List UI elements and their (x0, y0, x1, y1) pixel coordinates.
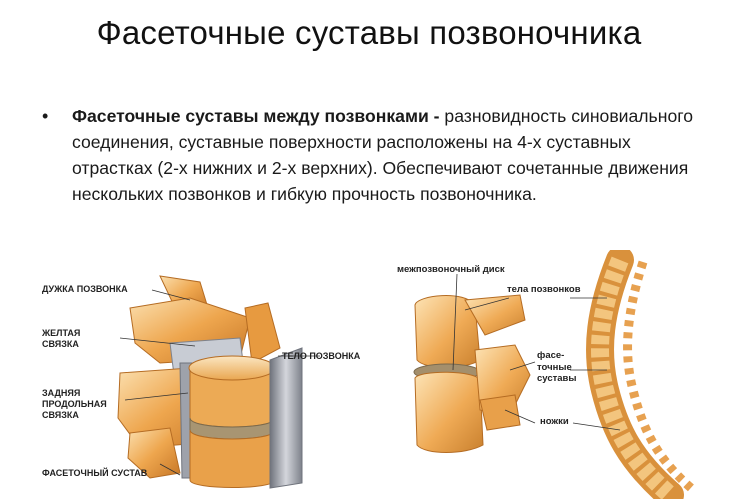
label-posterior-line1: ЗАДНЯЯ (42, 388, 81, 398)
arch-right (244, 302, 281, 364)
vertebral-body-lower (189, 429, 276, 488)
label-facet-line1: фасе- (537, 350, 565, 361)
bullet-body: разновидность синовиального соединения, … (72, 106, 694, 204)
label-bodies: тела позвонков (507, 284, 581, 295)
spine-column (586, 246, 694, 504)
upper-process (464, 294, 526, 336)
label-facet-joint: ФАСЕТОЧНЫЙ СУСТАВ (42, 468, 148, 478)
label-facet-line2: точные (537, 361, 572, 373)
label-yellow-ligament-line1: ЖЕЛТАЯ (42, 328, 81, 338)
label-yellow-ligament: ЖЕЛТАЯ СВЯЗКА (42, 328, 80, 350)
bullet-dot: • (42, 106, 49, 126)
vertebral-body-top (188, 355, 276, 381)
label-posterior-line3: СВЯЗКА (42, 410, 79, 420)
vertebra-segment-illustration (117, 275, 320, 489)
label-disc: межпозвоночный диск (397, 264, 505, 275)
pedicle (479, 394, 521, 431)
label-facet-joints: фасе- точные суставы (537, 350, 577, 385)
label-yellow-ligament-line2: СВЯЗКА (42, 339, 79, 349)
label-legs: ножки (540, 416, 569, 427)
lower-vertebra (414, 371, 484, 453)
facet-joint-shape (127, 427, 181, 479)
anterior-ligament (269, 347, 303, 489)
label-posterior-line2: ПРОДОЛЬНАЯ (42, 399, 107, 409)
bullet-lead: Фасеточные суставы между позвонками - (72, 106, 440, 126)
label-vertebral-body: ТЕЛО ПОЗВОНКА (282, 351, 361, 361)
label-arch: ДУЖКА ПОЗВОНКА (42, 284, 128, 294)
left-figure: ДУЖКА ПОЗВОНКА ЖЕЛТАЯ СВЯЗКА ТЕЛО ПОЗВОН… (40, 268, 380, 493)
right-figure: межпозвоночный диск тела позвонков фасе-… (395, 246, 735, 504)
slide-title: Фасеточные суставы позвоночника (96, 14, 642, 51)
bullet-text: Фасеточные суставы между позвонками - ра… (72, 103, 702, 207)
label-facet-line3: суставы (537, 373, 577, 384)
spine-illustration (413, 246, 694, 504)
facet-process (474, 344, 531, 416)
label-posterior-ligament: ЗАДНЯЯ ПРОДОЛЬНАЯ СВЯЗКА (42, 388, 107, 421)
